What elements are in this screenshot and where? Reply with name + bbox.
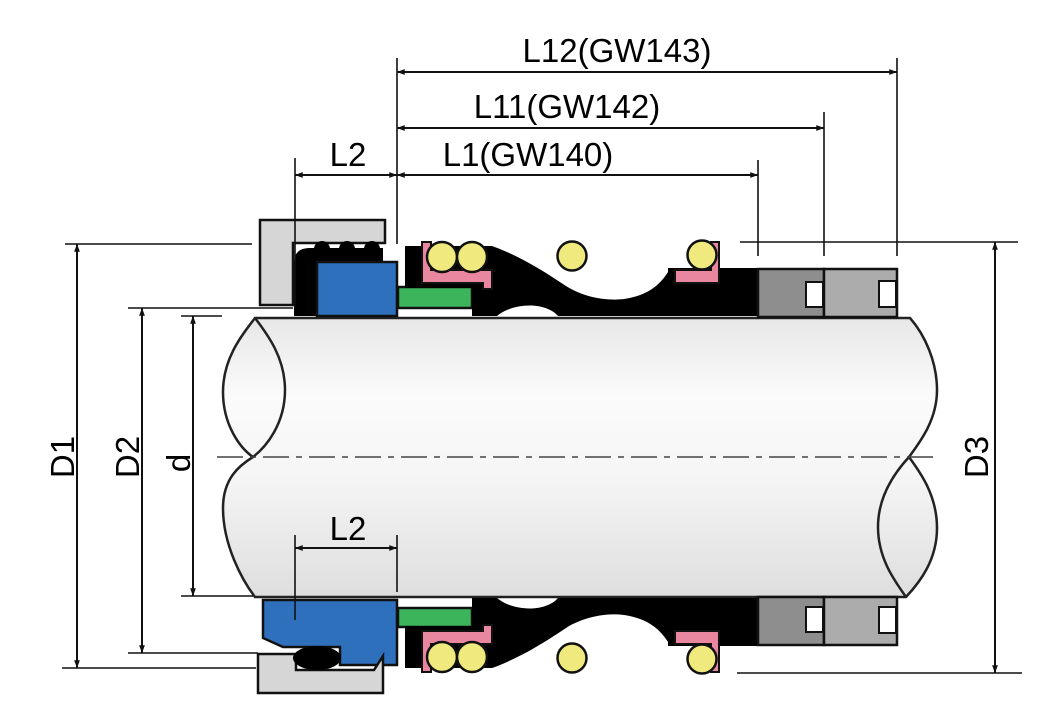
gland-plate-top [258,218,387,307]
label-l2-top: L2 [330,136,367,173]
label-d: d [160,454,197,472]
shaft-break-arc-left [252,317,287,458]
label-l2-bottom: L2 [330,510,367,547]
label-d1: D1 [44,436,81,478]
label-l12: L12(GW143) [523,32,712,69]
shaft-break-arc-right [876,456,910,598]
shaft [221,316,939,599]
label-d3: D3 [958,436,995,478]
seal-head-top [315,260,399,318]
seat-ring-top [396,285,474,310]
label-d2: D2 [109,436,146,478]
seat-ring-bottom [396,606,474,629]
label-l11: L11(GW142) [474,88,660,125]
dimension-lines [74,69,998,674]
lower-seat-group [403,595,899,675]
o-ring-bottom [293,646,341,670]
label-l1: L1(GW140) [443,136,614,173]
